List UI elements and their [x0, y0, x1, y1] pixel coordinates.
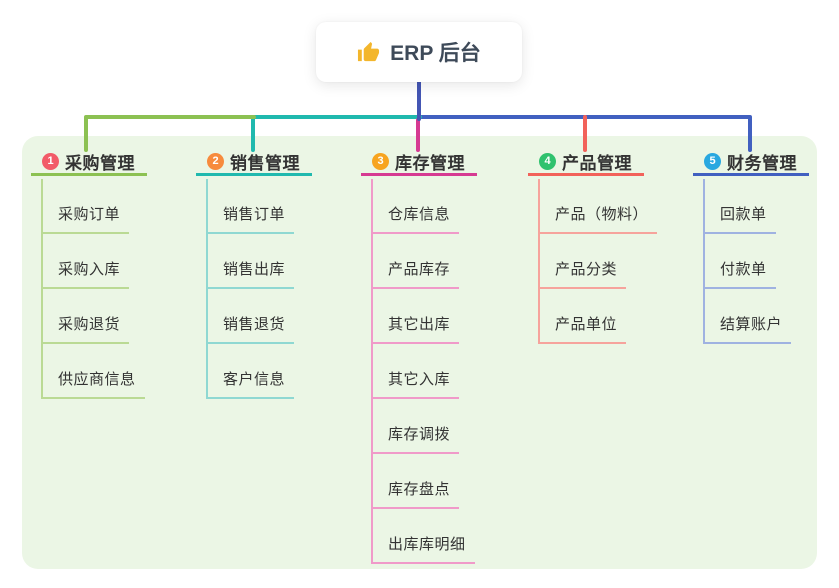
branch-item[interactable]: 结算账户	[703, 289, 792, 344]
branch-number-badge: 4	[539, 153, 556, 170]
branch: 5 财务管理 回款单付款单结算账户	[693, 150, 823, 344]
branch-item[interactable]: 采购入库	[41, 234, 130, 289]
branch-title: 库存管理	[395, 154, 465, 173]
root-node-label: ERP 后台	[390, 42, 481, 65]
branch-title: 产品管理	[562, 154, 632, 173]
branch-spine-line	[41, 179, 43, 399]
branch-spine-line	[206, 179, 208, 399]
branch-title: 财务管理	[727, 154, 797, 173]
branch-item[interactable]: 产品库存	[371, 234, 460, 289]
branch: 1 采购管理 采购订单采购入库采购退货供应商信息	[31, 150, 161, 399]
thumbs-up-icon	[357, 41, 380, 64]
branch-number-badge: 1	[42, 153, 59, 170]
branch-number-badge: 5	[704, 153, 721, 170]
branch-item[interactable]: 其它入库	[371, 344, 460, 399]
branch-title: 销售管理	[230, 154, 300, 173]
branch-item[interactable]: 其它出库	[371, 289, 460, 344]
branch-item[interactable]: 供应商信息	[41, 344, 145, 399]
branch-item[interactable]: 回款单	[703, 179, 776, 234]
branch-header[interactable]: 1 采购管理	[31, 150, 147, 176]
connector-path	[84, 115, 256, 152]
thumbs-up-glyph	[358, 41, 380, 61]
branch-item[interactable]: 采购订单	[41, 179, 130, 234]
branch-item[interactable]: 采购退货	[41, 289, 130, 344]
branch-item[interactable]: 产品（物料）	[538, 179, 658, 234]
branch-item[interactable]: 库存调拨	[371, 399, 460, 454]
mindmap-panel	[22, 136, 817, 569]
branch-title: 采购管理	[65, 154, 135, 173]
branch: 2 销售管理 销售订单销售出库销售退货客户信息	[196, 150, 326, 399]
branch-item[interactable]: 仓库信息	[371, 179, 460, 234]
branch-header[interactable]: 2 销售管理	[196, 150, 312, 176]
branch-item[interactable]: 销售订单	[206, 179, 295, 234]
branch-items: 产品（物料）产品分类产品单位	[538, 179, 658, 344]
branch-number-badge: 3	[372, 153, 389, 170]
connector-path	[415, 115, 752, 152]
branch-item[interactable]: 产品分类	[538, 234, 627, 289]
branch-item[interactable]: 库存盘点	[371, 454, 460, 509]
branch-item[interactable]: 销售退货	[206, 289, 295, 344]
branch-spine-line	[703, 179, 705, 344]
branch-item[interactable]: 付款单	[703, 234, 776, 289]
branch-item[interactable]: 客户信息	[206, 344, 295, 399]
branch-items: 回款单付款单结算账户	[703, 179, 792, 344]
branch: 3 库存管理 仓库信息产品库存其它出库其它入库库存调拨库存盘点出库库明细	[361, 150, 491, 564]
branch-item[interactable]: 销售出库	[206, 234, 295, 289]
branch-item[interactable]: 出库库明细	[371, 509, 475, 564]
branch-items: 销售订单销售出库销售退货客户信息	[206, 179, 295, 399]
root-node[interactable]: ERP 后台	[316, 22, 522, 82]
branch-items: 采购订单采购入库采购退货供应商信息	[41, 179, 145, 399]
branch-header[interactable]: 3 库存管理	[361, 150, 477, 176]
branch-items: 仓库信息产品库存其它出库其它入库库存调拨库存盘点出库库明细	[371, 179, 475, 564]
branch-spine-line	[371, 179, 373, 564]
branch: 4 产品管理 产品（物料）产品分类产品单位	[528, 150, 658, 344]
branch-number-badge: 2	[207, 153, 224, 170]
branch-item[interactable]: 产品单位	[538, 289, 627, 344]
branch-spine-line	[538, 179, 540, 344]
branch-header[interactable]: 4 产品管理	[528, 150, 644, 176]
branch-header[interactable]: 5 财务管理	[693, 150, 809, 176]
